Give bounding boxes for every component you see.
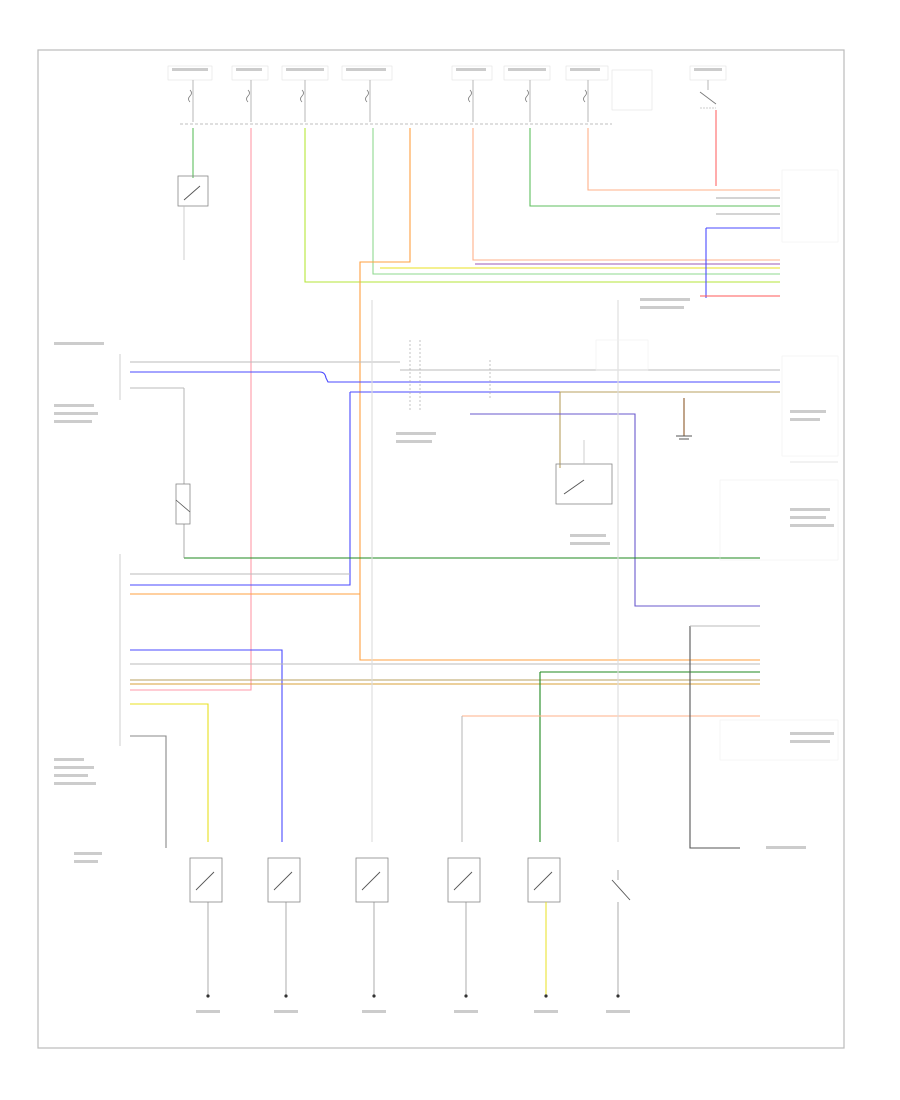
fuse-3 (281, 65, 329, 122)
fuse-4 (341, 65, 393, 122)
wire-black-right (689, 626, 740, 849)
wire-blue-lower (130, 649, 283, 842)
wire-blue-mid-2 (130, 392, 351, 586)
wire-salmon-fuse7 (587, 128, 780, 191)
label-marks (54, 68, 834, 1013)
switch-bottom-1 (189, 857, 223, 998)
switch-bottom-4 (447, 857, 481, 998)
switch-bottom-6 (611, 870, 631, 998)
wire-yellow-lower (130, 703, 209, 842)
fuse-box-outline (611, 69, 653, 111)
wires (130, 128, 780, 849)
ground-symbol-center (676, 435, 692, 440)
wire-lime-fuse3 (304, 128, 780, 283)
center-switch (555, 440, 613, 505)
wire-gray-left-4 (130, 735, 167, 848)
diagram-frame (37, 49, 845, 1049)
relay-upper-left (177, 175, 209, 260)
wire-salmon-fuse5 (472, 128, 780, 261)
wire-pink-fuse2 (130, 128, 252, 691)
switch-bottom-2 (267, 857, 301, 998)
fuse-5 (451, 65, 493, 122)
wire-green-fuse4 (372, 128, 780, 275)
switch-bottom-5 (527, 857, 561, 998)
wire-purple-mid (470, 413, 760, 607)
wire-orange-fuse4 (359, 128, 760, 661)
switch-bottom-3 (355, 857, 389, 998)
wire-blue-mid (130, 371, 780, 383)
switch-left-mid (175, 470, 191, 558)
fuse-6 (503, 65, 551, 122)
wire-green-fuse6 (529, 128, 780, 207)
fuse-1 (167, 65, 213, 122)
right-side-components (719, 169, 839, 761)
central-connector (409, 339, 649, 410)
fuse-block-row (167, 65, 653, 125)
fuse-2 (231, 65, 269, 122)
bottom-switches (189, 857, 631, 998)
top-right-switch (689, 65, 727, 186)
fuse-7 (565, 65, 609, 122)
